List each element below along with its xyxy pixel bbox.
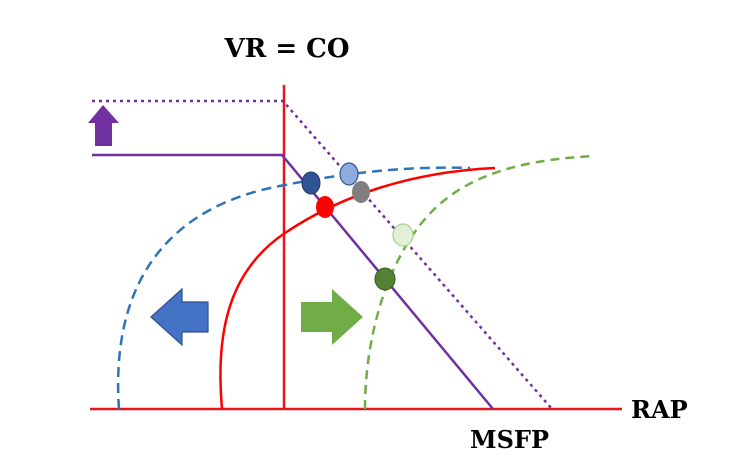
cardiac-function-curve-impaired [363, 154, 596, 410]
equilibrium-point-normal [316, 196, 334, 218]
venous-return-curve-baseline [92, 153, 494, 410]
equilibrium-point-improved [301, 171, 321, 195]
arrow-up-icon [88, 105, 119, 146]
arrow-right-icon [301, 289, 363, 345]
cardiac-function-curve-normal [219, 166, 496, 410]
msfp-label: MSFP [470, 425, 549, 454]
y-axis-label: VR = CO [223, 34, 349, 64]
x-axis-label: RAP [631, 395, 688, 424]
equilibrium-point-impaired-increased-vr [392, 223, 414, 247]
arrow-left-icon [150, 287, 209, 347]
venous-return-curve-increased [92, 99, 553, 410]
equilibrium-point-normal-increased-vr [352, 181, 370, 203]
cardiac-function-curve-improved [116, 166, 471, 410]
equilibrium-point-impaired [374, 267, 396, 291]
equilibrium-point-improved-increased-vr [339, 162, 359, 186]
